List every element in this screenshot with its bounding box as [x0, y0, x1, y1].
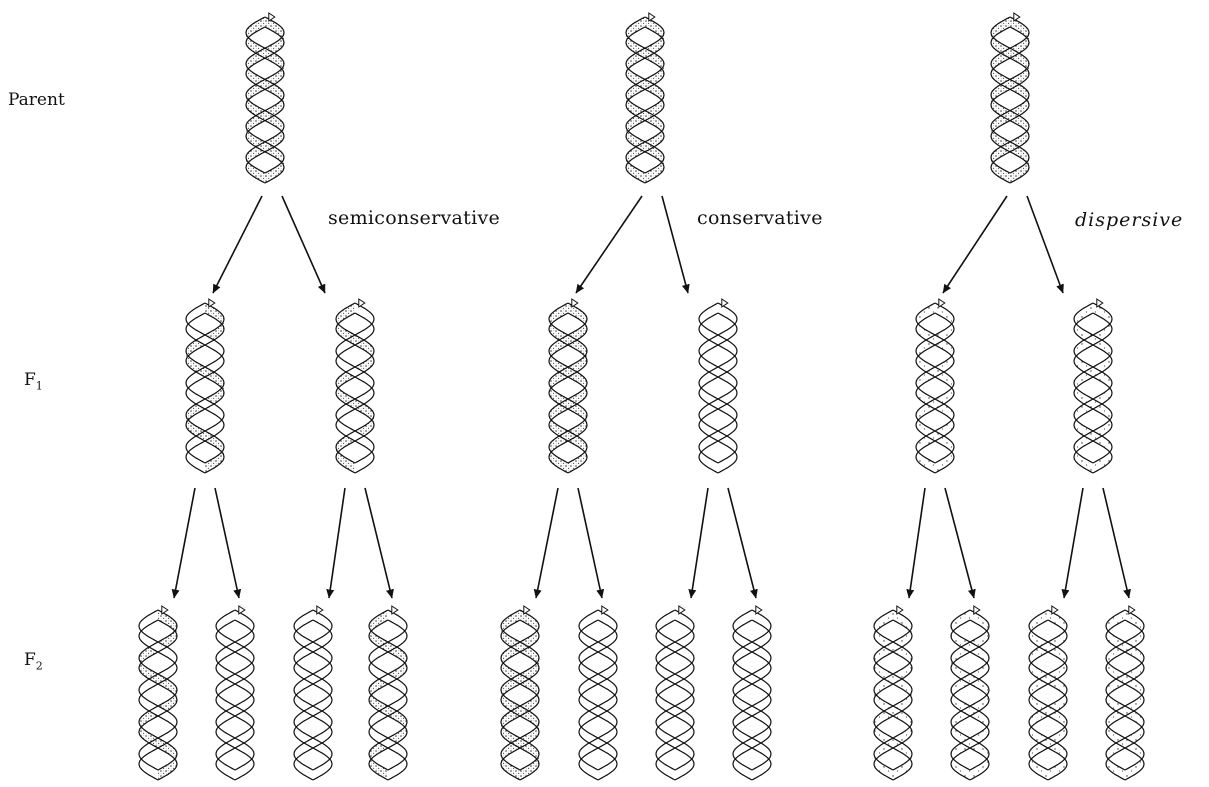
helix-end-cap	[939, 299, 945, 307]
f2-helix-dispersive-3	[1029, 606, 1067, 780]
arrow-parent-to-f1-left	[213, 196, 262, 293]
helix-end-cap	[1014, 13, 1020, 21]
f2-helix-conservative-2	[579, 606, 617, 780]
helix-end-cap	[722, 299, 728, 307]
helix-end-cap	[897, 606, 903, 614]
arrow-f1-to-f2-4	[728, 488, 756, 598]
arrow-f1-to-f2-1	[174, 488, 195, 598]
f2-helix-dispersive-2	[951, 606, 989, 780]
f2-helix-semiconservative-3	[294, 606, 332, 780]
helix-end-cap	[392, 606, 398, 614]
f1-helix-dispersive-2	[1074, 299, 1112, 473]
helix-end-cap	[572, 299, 578, 307]
arrow-f1-to-f2-3	[1064, 488, 1083, 598]
arrow-f1-to-f2-3	[329, 488, 345, 598]
arrow-f1-to-f2-4	[365, 488, 392, 598]
f2-helix-dispersive-4	[1106, 606, 1144, 780]
f2-helix-semiconservative-2	[216, 606, 254, 780]
arrow-f1-to-f2-1	[536, 488, 558, 598]
f2-helix-semiconservative-1	[139, 606, 177, 780]
helix-end-cap	[974, 606, 980, 614]
arrow-parent-to-f1-left	[943, 196, 1007, 293]
f2-helix-semiconservative-4	[369, 606, 407, 780]
f1-helix-conservative-2	[699, 299, 737, 473]
f1-helix-conservative-1	[549, 299, 587, 473]
helix-end-cap	[756, 606, 762, 614]
f1-helix-semiconservative-2	[336, 299, 374, 473]
helix-end-cap	[209, 299, 215, 307]
arrow-f1-to-f2-2	[578, 488, 602, 598]
f1-helix-dispersive-1	[916, 299, 954, 473]
arrow-f1-to-f2-3	[691, 488, 708, 598]
parent-helix-semiconservative	[246, 13, 284, 183]
parent-helix-conservative	[626, 13, 664, 183]
parent-helix-dispersive	[991, 13, 1029, 183]
helix-end-cap	[1052, 606, 1058, 614]
helix-end-cap	[649, 13, 655, 21]
helix-end-cap	[162, 606, 168, 614]
helix-end-cap	[1097, 299, 1103, 307]
arrow-parent-to-f1-left	[576, 196, 642, 293]
f2-helix-conservative-1	[501, 606, 539, 780]
helix-end-cap	[317, 606, 323, 614]
arrow-f1-to-f2-4	[1103, 488, 1129, 598]
f2-helix-conservative-4	[733, 606, 771, 780]
helix-end-cap	[239, 606, 245, 614]
helix-end-cap	[359, 299, 365, 307]
f1-helix-semiconservative-1	[186, 299, 224, 473]
helix-end-cap	[602, 606, 608, 614]
arrow-f1-to-f2-2	[945, 488, 974, 598]
arrow-parent-to-f1-right	[1027, 196, 1063, 293]
helix-end-cap	[1129, 606, 1135, 614]
arrow-f1-to-f2-1	[909, 488, 925, 598]
helix-end-cap	[524, 606, 530, 614]
arrow-parent-to-f1-right	[662, 196, 688, 293]
helix-end-cap	[269, 13, 275, 21]
arrow-f1-to-f2-2	[215, 488, 239, 598]
f2-helix-dispersive-1	[874, 606, 912, 780]
helix-end-cap	[679, 606, 685, 614]
arrow-parent-to-f1-right	[282, 196, 325, 293]
f2-helix-conservative-3	[656, 606, 694, 780]
